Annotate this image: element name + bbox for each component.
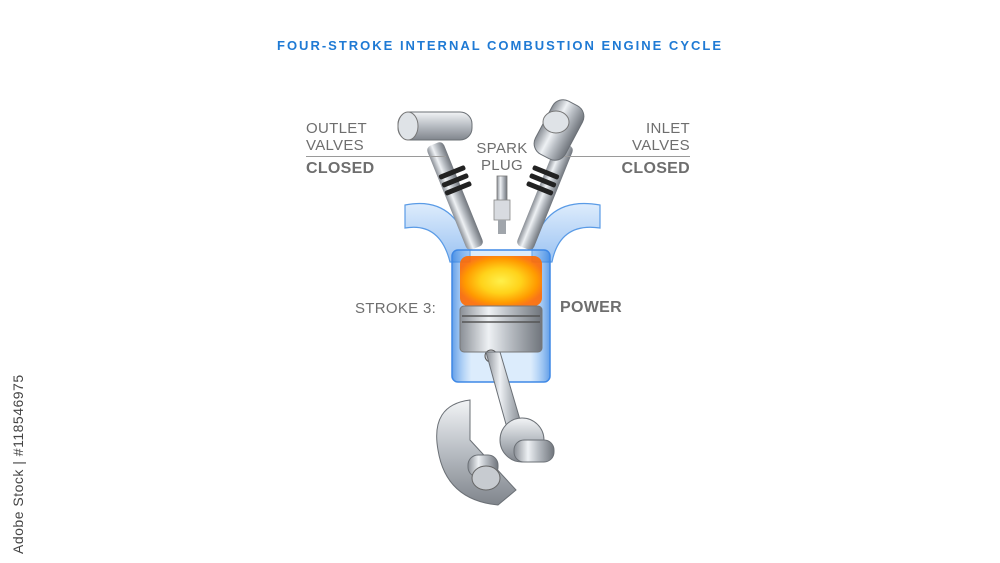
- stroke-name-label: POWER: [560, 299, 622, 316]
- combustion-flame: [460, 256, 542, 306]
- stock-credit: Adobe Stock | #118546975: [10, 374, 26, 554]
- piston-icon: [459, 305, 543, 363]
- outlet-valves-state: CLOSED: [306, 160, 375, 177]
- crankshaft-icon: [436, 399, 555, 506]
- inlet-valves-rule: [564, 156, 690, 157]
- outlet-valve-icon: [397, 111, 483, 250]
- diagram-title: FOUR-STROKE INTERNAL COMBUSTION ENGINE C…: [277, 38, 723, 53]
- outlet-valves-label: OUTLET VALVES: [306, 120, 367, 154]
- spark-plug-label: SPARK PLUG: [476, 140, 528, 174]
- inlet-valves-label: INLET VALVES: [632, 120, 690, 154]
- stroke-number-label: STROKE 3:: [355, 300, 437, 317]
- outlet-valves-rule: [306, 156, 446, 157]
- inlet-valve-icon: [517, 99, 585, 250]
- inlet-valves-state: CLOSED: [621, 160, 690, 177]
- spark-plug-icon: [493, 175, 511, 234]
